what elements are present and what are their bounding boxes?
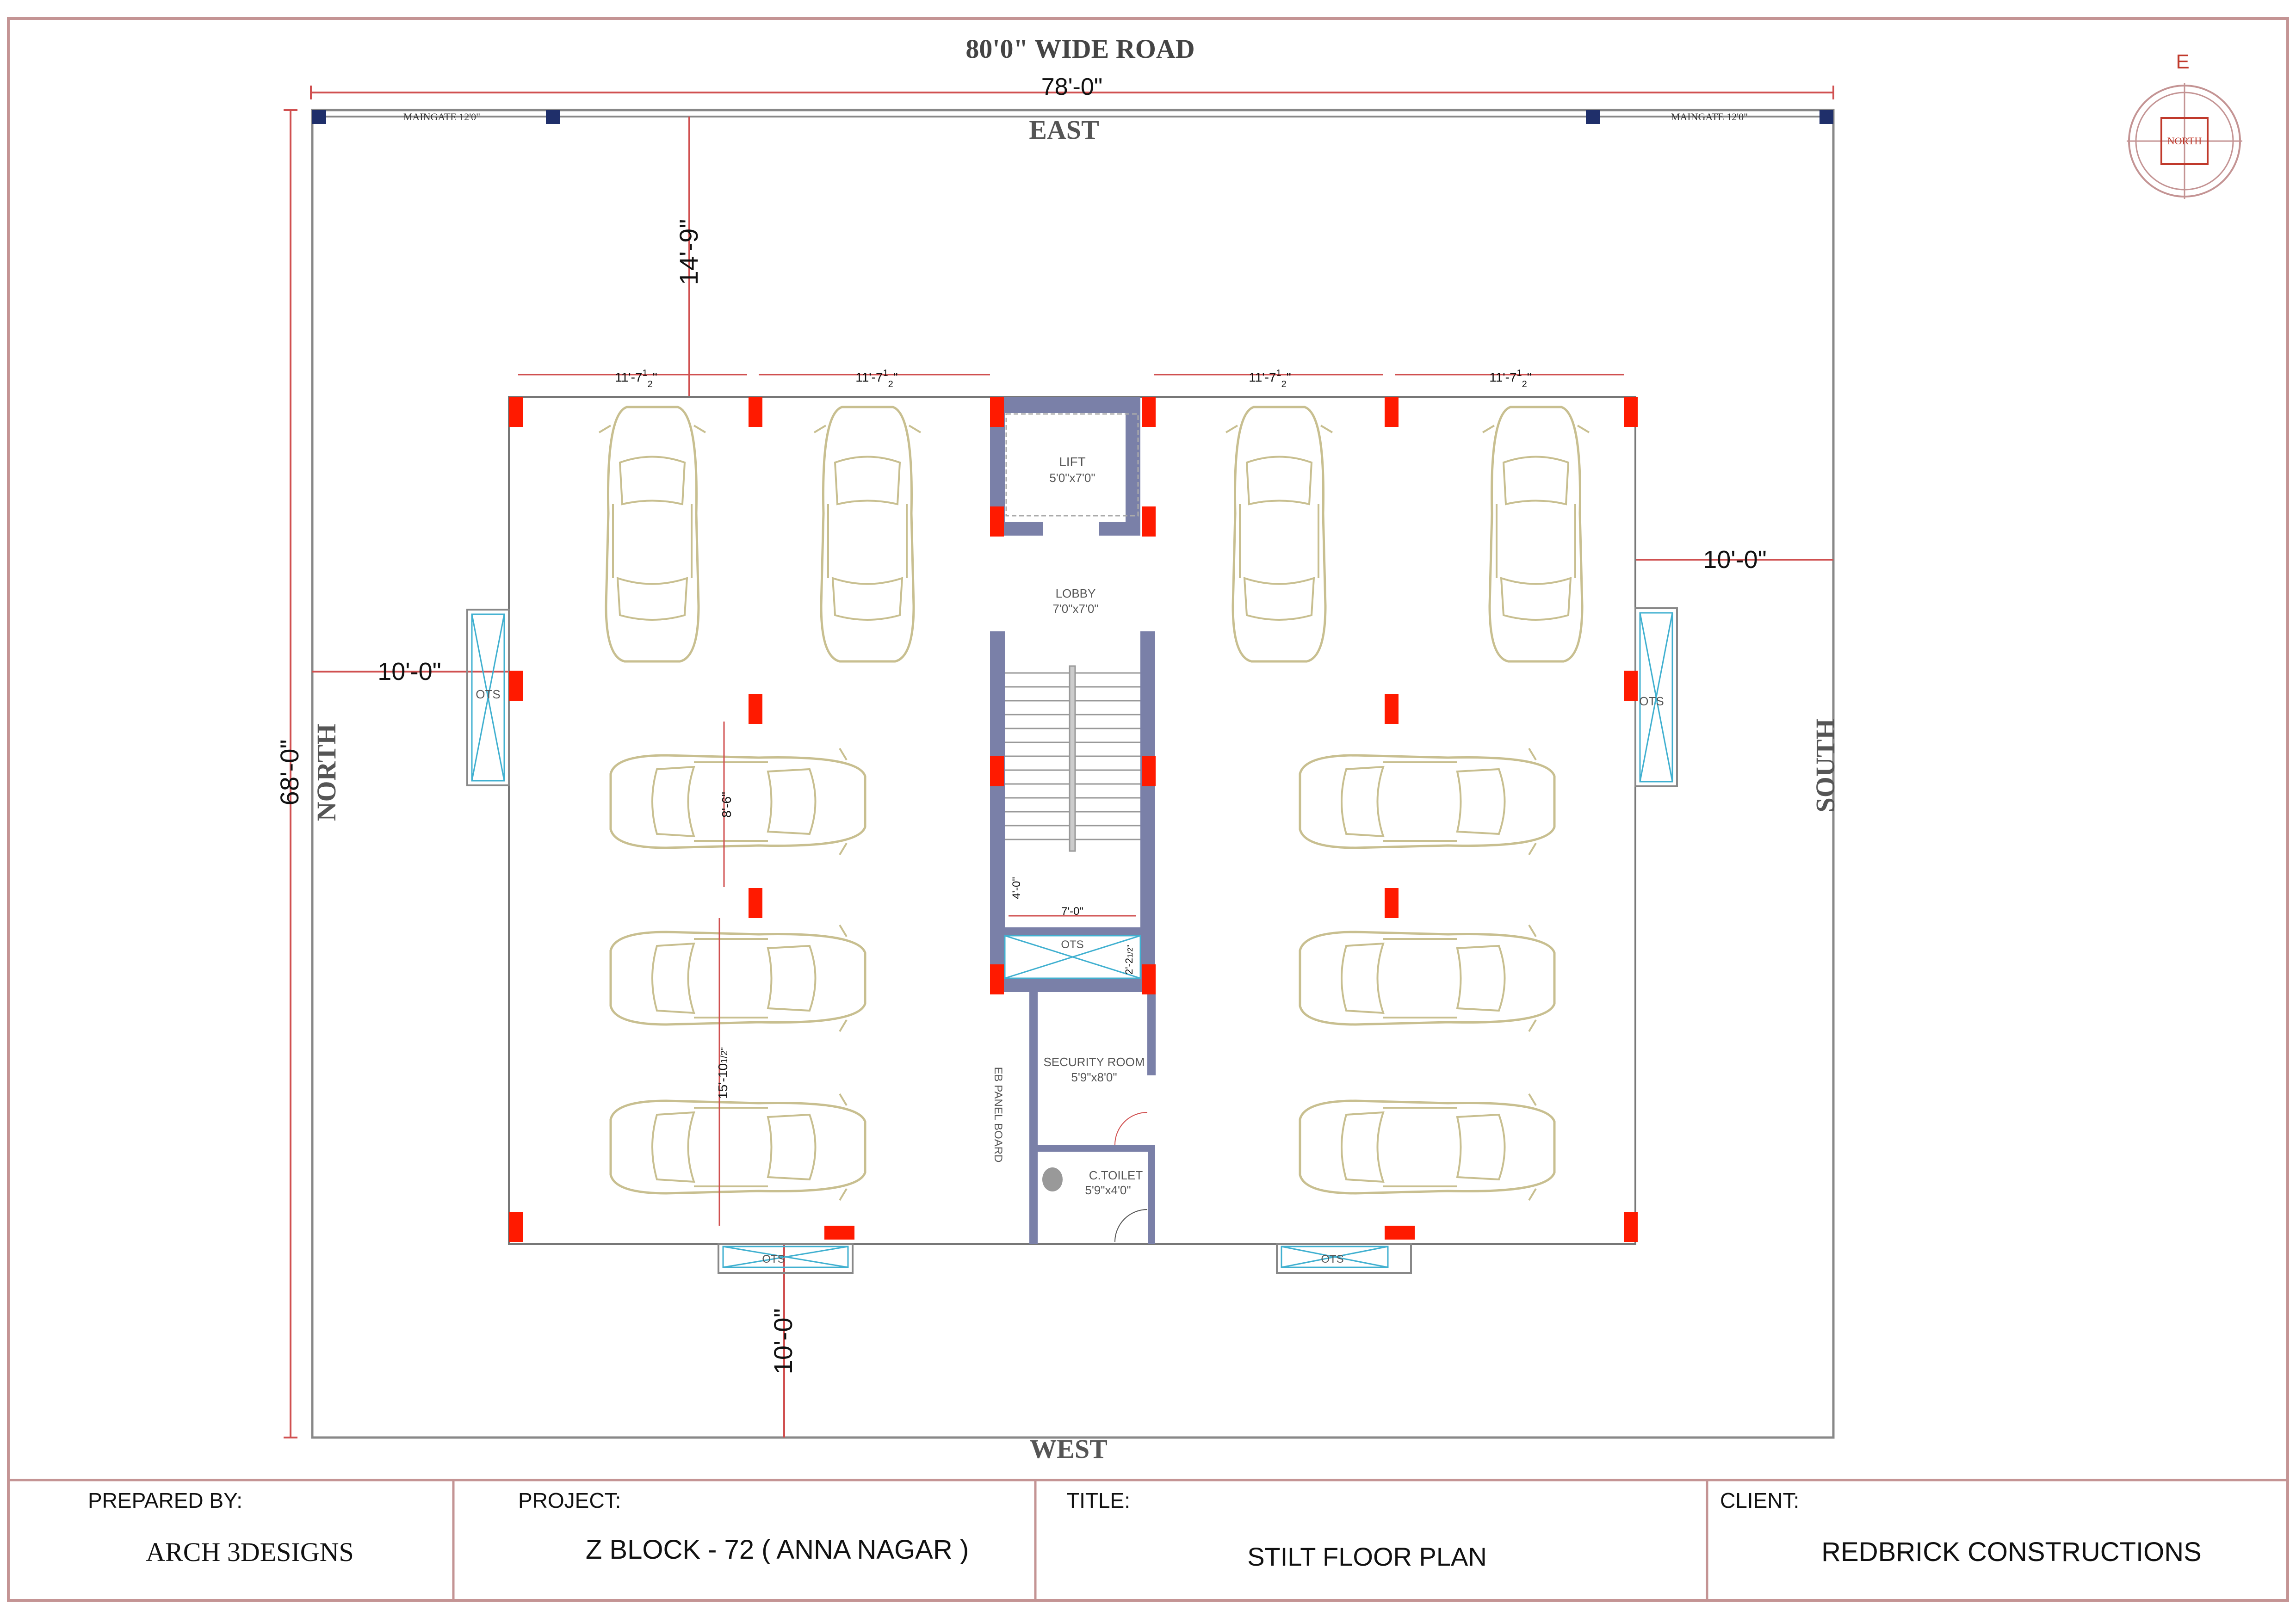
parking-length-dim: 15'-101/2" xyxy=(716,1047,730,1099)
parked-car xyxy=(1226,407,1332,661)
parked-car xyxy=(814,407,921,661)
parking-width-dim: 8'-6" xyxy=(719,792,734,818)
overall-depth-dim: 68'-0" xyxy=(275,740,304,806)
ots-west-1 xyxy=(718,1243,854,1274)
bay-dim-4: 11'-712" xyxy=(1489,368,1532,389)
stair-width-dim: 7'-0" xyxy=(1061,905,1083,918)
parked-car xyxy=(611,748,865,855)
direction-east: EAST xyxy=(1029,115,1099,145)
client-value: REDBRICK CONSTRUCTIONS xyxy=(1821,1537,2202,1567)
lobby-name: LOBBY xyxy=(1056,586,1096,600)
front-setback-dim: 14'-9" xyxy=(674,219,703,285)
ots-south-label: OTS xyxy=(1639,694,1664,708)
toilet-door-swing xyxy=(1114,1209,1148,1242)
stair-landing-dim: 4'-0" xyxy=(1010,877,1023,899)
plot-boundary xyxy=(311,109,1835,1439)
overall-width-dim: 78'-0" xyxy=(1041,74,1102,100)
security-room-name: SECURITY ROOM xyxy=(1043,1055,1145,1069)
toilet-size: 5'9"x4'0" xyxy=(1085,1183,1131,1197)
prepared-by-label: PREPARED BY: xyxy=(88,1488,242,1512)
ots-west-1-label: OTS xyxy=(762,1253,785,1265)
title-value: STILT FLOOR PLAN xyxy=(1247,1542,1487,1571)
security-room-size: 5'9"x8'0" xyxy=(1071,1070,1117,1084)
rear-setback-dim: 10'-0" xyxy=(768,1308,798,1375)
ots-depth-dim: 2'-21/2" xyxy=(1123,945,1135,975)
title-label: TITLE: xyxy=(1066,1488,1130,1512)
security-door-swing xyxy=(1114,1112,1148,1145)
project-value: Z BLOCK - 72 ( ANNA NAGAR ) xyxy=(586,1535,969,1565)
toilet-fixture xyxy=(1042,1167,1063,1191)
parked-car xyxy=(1300,925,1554,1031)
lift-car xyxy=(1005,413,1139,517)
maingate-right-label: MAINGATE 12'0" xyxy=(1671,111,1748,123)
road-label: 80'0" WIDE ROAD xyxy=(965,34,1194,64)
direction-north: NORTH xyxy=(311,724,341,821)
bay-dim-3: 11'-712" xyxy=(1249,368,1291,389)
parked-car xyxy=(611,925,865,1031)
sheet-border xyxy=(7,17,2289,1602)
south-setback-dim: 10'-0" xyxy=(1703,546,1767,574)
client-label: CLIENT: xyxy=(1720,1488,1799,1512)
ots-north-label: OTS xyxy=(476,687,500,701)
compass-letter: E xyxy=(2176,50,2189,73)
parked-car xyxy=(599,407,706,661)
bay-dim-1: 11'-712" xyxy=(615,368,657,389)
eb-panel-board: EB PANEL BOARD xyxy=(992,1067,1004,1163)
compass-center-label: NORTH xyxy=(2167,135,2202,147)
north-setback-dim: 10'-0" xyxy=(378,658,441,685)
maingate-left-label: MAINGATE 12'0" xyxy=(403,111,480,123)
staircase xyxy=(1005,665,1140,852)
ots-core-label: OTS xyxy=(1061,938,1083,951)
compass-icon: E NORTH xyxy=(2127,50,2242,199)
title-block xyxy=(8,1479,2288,1600)
parked-car xyxy=(1300,1094,1554,1200)
parked-car xyxy=(1483,407,1589,661)
ots-core xyxy=(1004,935,1141,979)
parked-car xyxy=(1300,748,1554,855)
parked-car xyxy=(611,1094,865,1200)
toilet-name: C.TOILET xyxy=(1089,1168,1143,1182)
lift-name: LIFT xyxy=(1059,455,1086,469)
direction-south: SOUTH xyxy=(1810,718,1840,812)
ots-west-2 xyxy=(1276,1243,1412,1274)
lift-size: 5'0"x7'0" xyxy=(1049,471,1095,485)
lobby-size: 7'0"x7'0" xyxy=(1052,602,1098,616)
direction-west: WEST xyxy=(1030,1434,1108,1464)
bay-dim-2: 11'-712" xyxy=(855,368,898,389)
prepared-by-value: ARCH 3DESIGNS xyxy=(146,1537,354,1567)
columns xyxy=(509,397,1638,1242)
project-label: PROJECT: xyxy=(518,1488,621,1512)
ots-west-2-label: OTS xyxy=(1321,1253,1343,1265)
